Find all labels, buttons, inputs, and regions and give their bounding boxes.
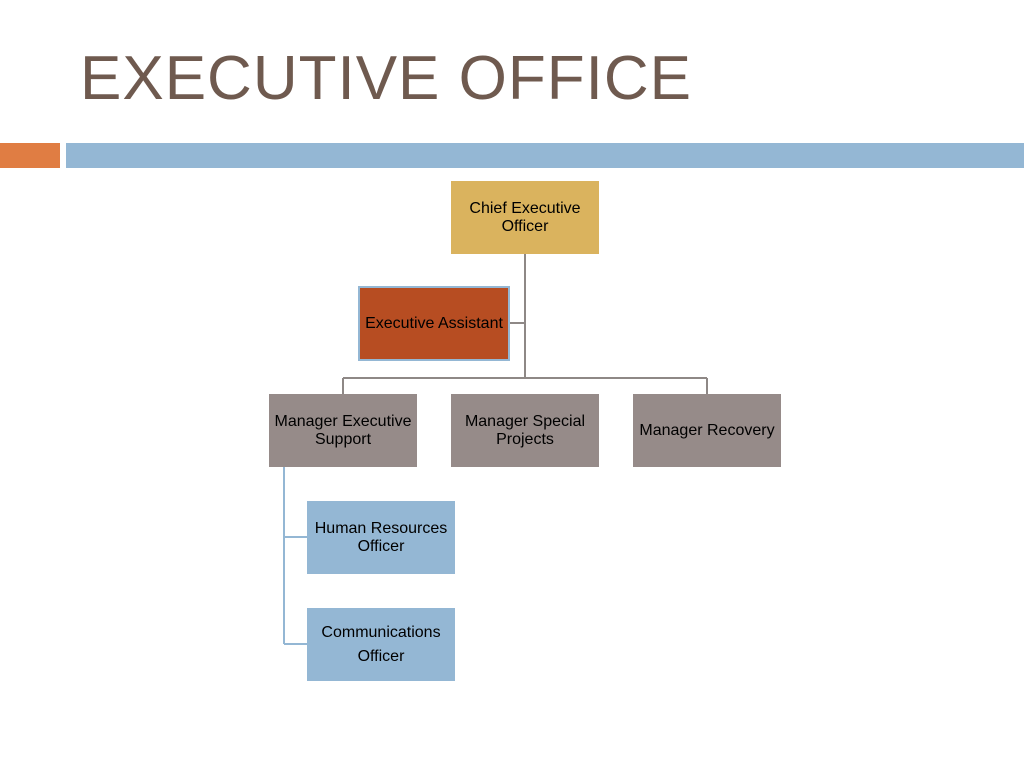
executive-assistant-box: Executive Assistant [358,286,510,361]
manager-label: Manager Special Projects [464,412,586,448]
officer-label: Communications Officer [321,623,441,665]
ceo-box: Chief Executive Officer [451,181,599,254]
ceo-label: Chief Executive Officer [469,199,581,235]
slide-title: EXECUTIVE OFFICE [80,44,692,113]
manager-label: Manager Recovery [639,421,775,439]
manager-box-special-projects: Manager Special Projects [451,394,599,467]
officer-label: Human Resources Officer [314,519,448,555]
manager-box-recovery: Manager Recovery [633,394,781,467]
officer-box-human-resources: Human Resources Officer [307,501,455,574]
manager-label: Manager Executive Support [274,412,412,448]
executive-assistant-label: Executive Assistant [365,314,503,332]
title-accent-bar-blue [66,143,1024,168]
officer-box-communications: Communications Officer [307,608,455,681]
manager-box-executive-support: Manager Executive Support [269,394,417,467]
title-accent-bar-orange [0,143,60,168]
